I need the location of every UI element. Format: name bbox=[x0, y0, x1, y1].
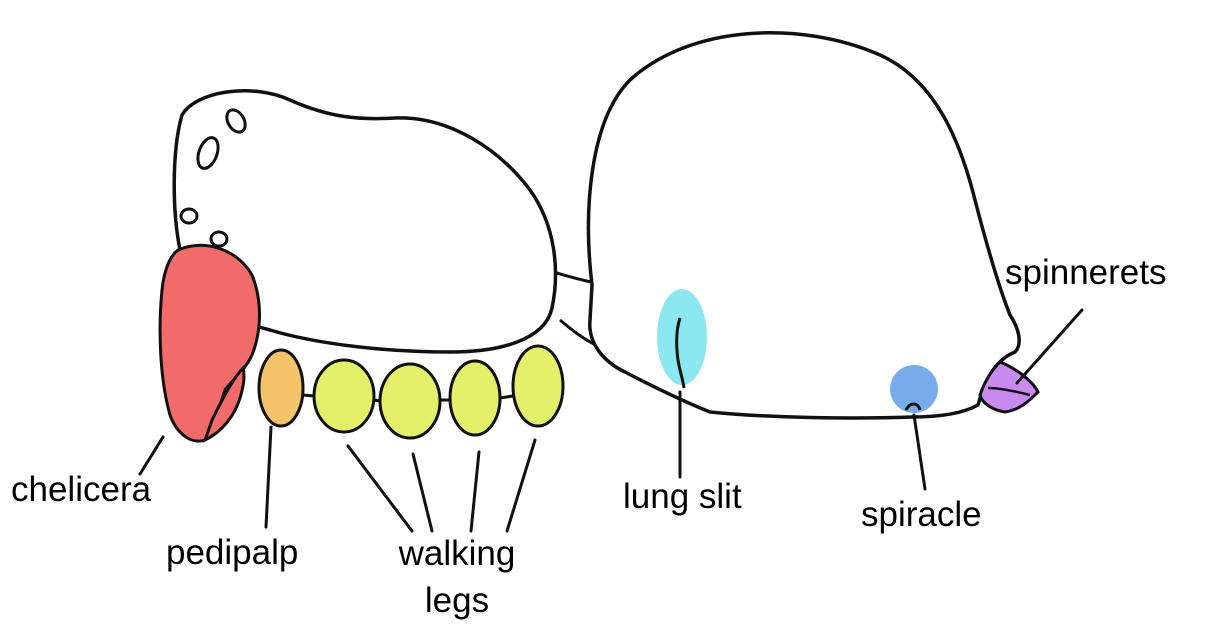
pedipalp-leader bbox=[266, 427, 271, 527]
walking-leg bbox=[380, 364, 440, 438]
spinnerets-leader bbox=[1017, 310, 1082, 383]
walking-leg bbox=[450, 361, 500, 435]
walking-legs-label-line2: legs bbox=[382, 583, 532, 618]
eye bbox=[211, 232, 227, 246]
walking-legs-leader-2 bbox=[413, 454, 432, 531]
walking-legs-label-line1: walking bbox=[382, 536, 532, 571]
walking-legs-leader-4 bbox=[507, 440, 535, 531]
chelicera-label: chelicera bbox=[11, 472, 151, 507]
walking-legs-leader-1 bbox=[348, 446, 412, 531]
eye bbox=[181, 209, 197, 223]
walking-leg bbox=[513, 346, 563, 426]
lung-slit-highlight bbox=[657, 289, 707, 385]
spiracle-highlight bbox=[890, 365, 938, 413]
spiracle-leader bbox=[914, 415, 925, 489]
walking-leg bbox=[314, 360, 374, 432]
chelicera-shape bbox=[160, 245, 259, 441]
pedipalp-label: pedipalp bbox=[166, 535, 298, 570]
spiracle-label: spiracle bbox=[861, 497, 982, 532]
abdomen bbox=[589, 33, 1020, 418]
walking-legs-label: walking legs bbox=[382, 536, 532, 618]
pedipalp-shape bbox=[259, 350, 303, 426]
spinnerets-label: spinnerets bbox=[1005, 255, 1166, 290]
chelicera-leader bbox=[140, 437, 163, 474]
walking-legs-leader-3 bbox=[471, 452, 479, 531]
lung-slit-label: lung slit bbox=[623, 479, 742, 514]
pedicel bbox=[553, 272, 594, 344]
